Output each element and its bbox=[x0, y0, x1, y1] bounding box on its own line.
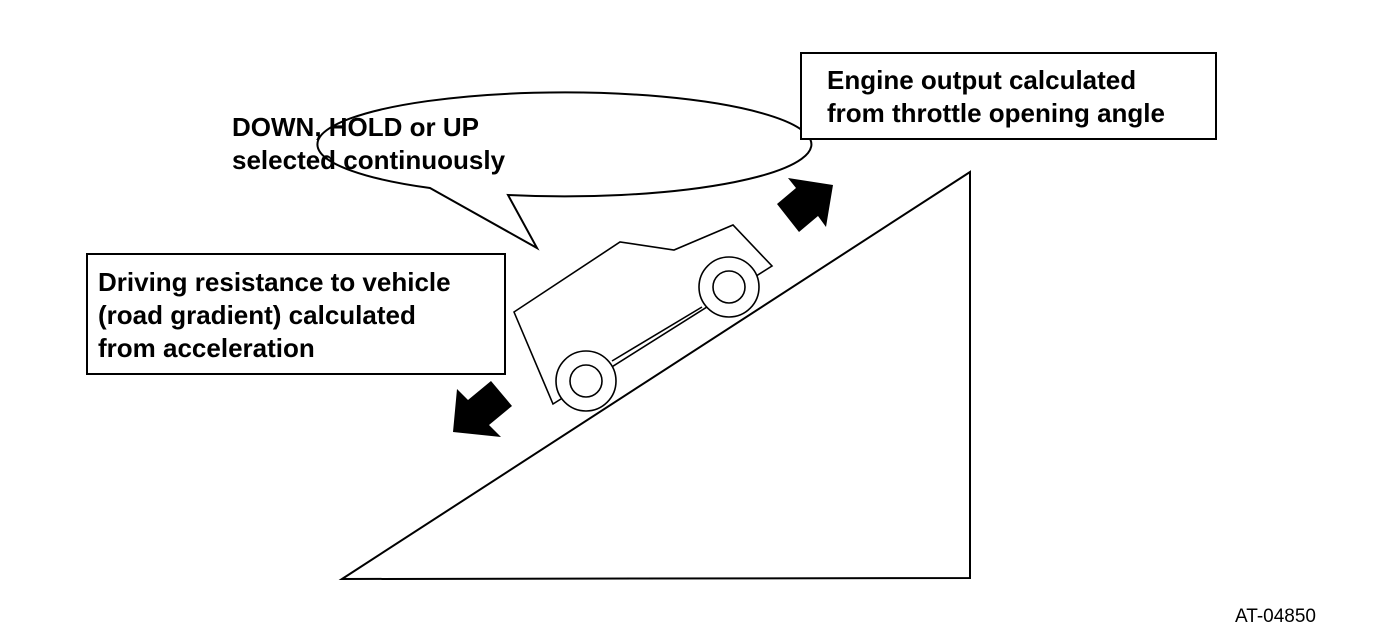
vehicle-underside bbox=[611, 306, 703, 362]
slope-triangle bbox=[338, 170, 971, 581]
engine-line-2: from throttle opening angle bbox=[827, 98, 1165, 128]
downhill-arrow-icon bbox=[453, 381, 512, 437]
shift-line-1: DOWN, HOLD or UP bbox=[232, 112, 479, 142]
resistance-line-1: Driving resistance to vehicle bbox=[98, 267, 451, 297]
figure-code: AT-04850 bbox=[1235, 606, 1316, 627]
engine-line-1: Engine output calculated bbox=[827, 65, 1136, 95]
resistance-line-3: from acceleration bbox=[98, 333, 315, 363]
shift-selection-bubble: DOWN, HOLD or UP selected continuously bbox=[232, 91, 813, 251]
uphill-arrow-icon bbox=[777, 178, 833, 232]
front-wheel bbox=[698, 256, 760, 318]
engine-output-callout: Engine output calculated from throttle o… bbox=[800, 52, 1217, 140]
vehicle bbox=[513, 224, 774, 412]
shift-line-2: selected continuously bbox=[232, 145, 506, 175]
driving-resistance-callout: Driving resistance to vehicle (road grad… bbox=[86, 253, 506, 375]
rear-wheel bbox=[555, 350, 617, 412]
speech-bubble-shape bbox=[316, 91, 813, 251]
resistance-line-2: (road gradient) calculated bbox=[98, 300, 416, 330]
